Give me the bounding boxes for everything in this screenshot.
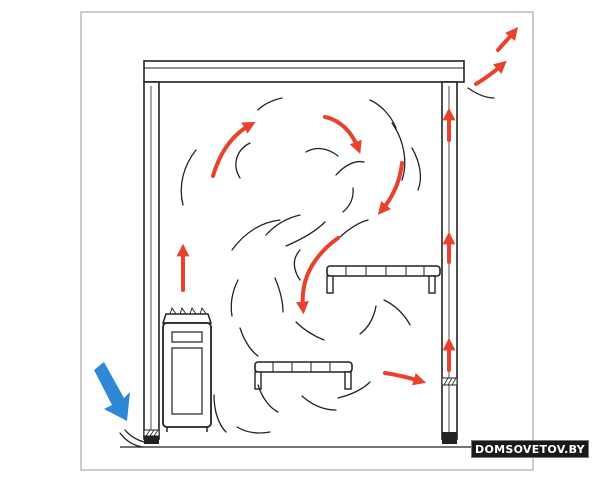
lower-bench [254,361,353,390]
hot-air-arrow-exhaust-far [496,27,518,52]
cold-air-inflow [94,362,130,421]
air-outlet [441,377,458,386]
hot-air-arrow-descend [377,161,404,215]
stove-heater [161,306,213,432]
air-inlet [143,429,160,437]
air-swirl [119,87,495,448]
hot-air-arrow-top [323,115,362,154]
hot-air-arrow-middle [296,236,340,315]
left-wall [143,81,160,444]
site-watermark: DOMSOVETOV.BY [471,440,589,458]
upper-bench [326,265,441,294]
hot-air-arrow-rise [211,121,256,178]
outer-frame [80,11,534,471]
hot-air-arrow-exhaust [474,60,507,86]
ceiling [143,60,465,83]
hot-air-arrow-floor [383,371,427,386]
hot-air-flow [176,27,518,386]
